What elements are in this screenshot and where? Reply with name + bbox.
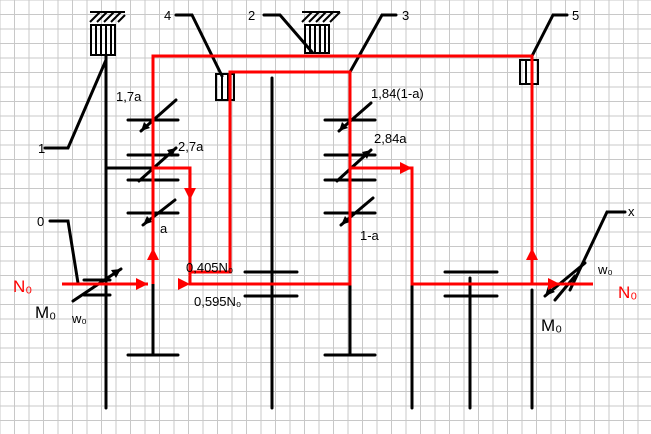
callout-5: 5 (572, 8, 579, 23)
ground-support-left (89, 11, 126, 56)
input-power-label: N₀ (13, 277, 32, 296)
input-omega-label: w₀ (71, 311, 87, 326)
ratio-label-1-84-1-a: 1,84(1-a) (371, 86, 424, 101)
callout-x: x (628, 204, 635, 219)
power-split-upper: 0,405N₀ (186, 260, 233, 275)
ratio-label-1-7a: 1,7a (116, 89, 142, 104)
ratio-label-a: a (160, 221, 168, 236)
ratio-label-2-84a: 2,84a (374, 131, 407, 146)
callout-0: 0 (37, 214, 44, 229)
output-power-label: N₀ (618, 283, 637, 302)
callout-2: 2 (248, 8, 255, 23)
power-flow (62, 54, 593, 290)
outer-carrier-flow (151, 54, 534, 284)
ground-support-middle (301, 11, 341, 54)
labels: 1 0 4 2 3 5 x 1,7a 2,7a a 1,84(1-a) 2,84… (13, 8, 637, 335)
bearing-4 (215, 73, 235, 101)
output-omega-label: w₀ (597, 262, 613, 277)
callout-3: 3 (402, 8, 409, 23)
ratio-label-1-a: 1-a (360, 228, 380, 243)
output-moment-label: M₀ (541, 316, 562, 335)
mechanism (43, 13, 627, 410)
ratio-label-2-7a: 2,7a (178, 139, 204, 154)
callout-4: 4 (164, 8, 171, 23)
callout-1: 1 (38, 141, 45, 156)
power-split-lower: 0,595N₀ (194, 294, 241, 309)
bearing-5 (519, 59, 539, 85)
input-moment-label: M₀ (35, 303, 56, 322)
